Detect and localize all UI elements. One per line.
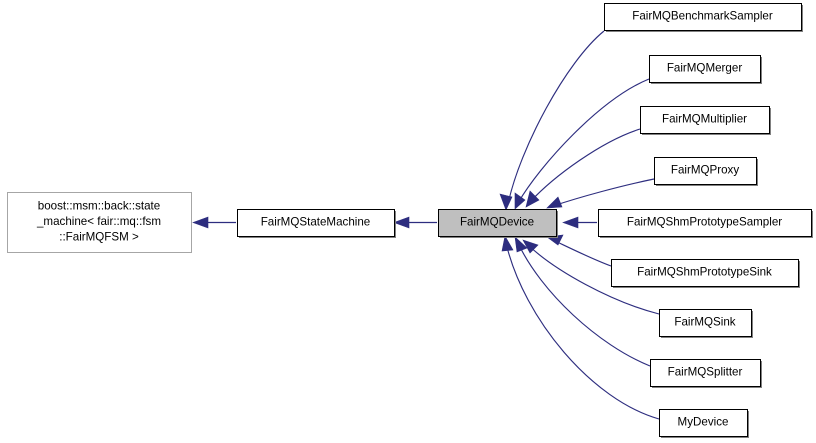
edge-multiplier-to-device (525, 128, 641, 208)
edge-path (507, 30, 605, 205)
edge-shmprototypesink-to-device (546, 234, 612, 267)
node-box[interactable] (649, 55, 761, 83)
arrowhead-icon (522, 239, 539, 254)
arrowhead-icon (501, 235, 514, 252)
node-label: FairMQStateMachine (261, 216, 371, 229)
node-label: FairMQMultiplier (662, 113, 747, 126)
edge-sink-to-device (522, 239, 660, 315)
node-my-device[interactable]: MyDevice (659, 409, 750, 439)
node-fairmq-sink[interactable]: FairMQSink (659, 309, 754, 339)
node-fairmq-multiplier[interactable]: FairMQMultiplier (640, 106, 772, 136)
edge-splitter-to-device (514, 236, 651, 367)
edge-path (517, 78, 650, 204)
node-box[interactable] (659, 409, 748, 437)
arrowhead-icon (525, 190, 540, 208)
node-boost-state-machine[interactable]: boost::msm::back::state_machine< fair::m… (7, 192, 192, 253)
edge-shmprototypesampler-to-device (562, 216, 597, 229)
edge-path (529, 128, 641, 203)
node-label: FairMQProxy (671, 164, 739, 177)
node-fairmq-benchmark-sampler[interactable]: FairMQBenchmarkSampler (604, 3, 804, 33)
edge-path (552, 239, 612, 267)
edge-device-to-statemachine (393, 216, 437, 229)
arrowhead-icon (499, 193, 513, 211)
edge-merger-to-device (514, 78, 650, 210)
node-label: FairMQMerger (667, 62, 743, 75)
node-box[interactable] (598, 209, 812, 237)
arrowhead-icon (514, 236, 528, 253)
edge-path (517, 242, 651, 367)
edge-benchmarksampler-to-device (499, 30, 605, 211)
edge-mydevice-to-device (501, 235, 660, 420)
node-fairmq-proxy[interactable]: FairMQProxy (654, 157, 759, 187)
nodes-layer: boost::msm::back::state_machine< fair::m… (7, 3, 814, 439)
arrowhead-icon (562, 216, 579, 229)
edge-proxy-to-device (546, 178, 655, 209)
arrowhead-icon (514, 192, 526, 210)
node-box[interactable] (640, 106, 770, 134)
node-label: FairMQBenchmarkSampler (632, 10, 773, 23)
node-fairmq-shm-prototype-sampler[interactable]: FairMQShmPrototypeSampler (598, 209, 814, 239)
node-fairmq-device[interactable]: FairMQDevice (438, 209, 559, 239)
node-fairmq-shm-prototype-sink[interactable]: FairMQShmPrototypeSink (611, 259, 801, 289)
node-box[interactable] (650, 359, 761, 387)
node-box[interactable] (654, 157, 757, 185)
node-label: FairMQShmPrototypeSampler (627, 216, 782, 229)
edge-path (505, 242, 660, 420)
arrowhead-icon (192, 216, 209, 229)
node-box[interactable] (611, 259, 799, 287)
node-label: MyDevice (678, 416, 729, 429)
edge-path (526, 243, 660, 315)
edge-path (552, 178, 655, 207)
node-fairmq-state-machine[interactable]: FairMQStateMachine (237, 209, 397, 239)
node-fairmq-splitter[interactable]: FairMQSplitter (650, 359, 763, 389)
node-label: FairMQSplitter (668, 366, 743, 379)
node-label: FairMQDevice (460, 216, 534, 229)
node-box[interactable] (7, 192, 192, 253)
node-label: FairMQShmPrototypeSink (637, 266, 772, 279)
node-fairmq-merger[interactable]: FairMQMerger (649, 55, 763, 85)
edge-statemachine-to-boost (192, 216, 236, 229)
arrowhead-icon (546, 196, 563, 209)
node-label: boost::msm::back::state_machine< fair::m… (36, 200, 161, 244)
node-box[interactable] (237, 209, 395, 237)
node-box[interactable] (438, 209, 557, 237)
node-box[interactable] (604, 3, 802, 31)
node-box[interactable] (659, 309, 752, 337)
node-label: FairMQSink (674, 316, 735, 329)
arrowhead-icon (393, 216, 410, 229)
